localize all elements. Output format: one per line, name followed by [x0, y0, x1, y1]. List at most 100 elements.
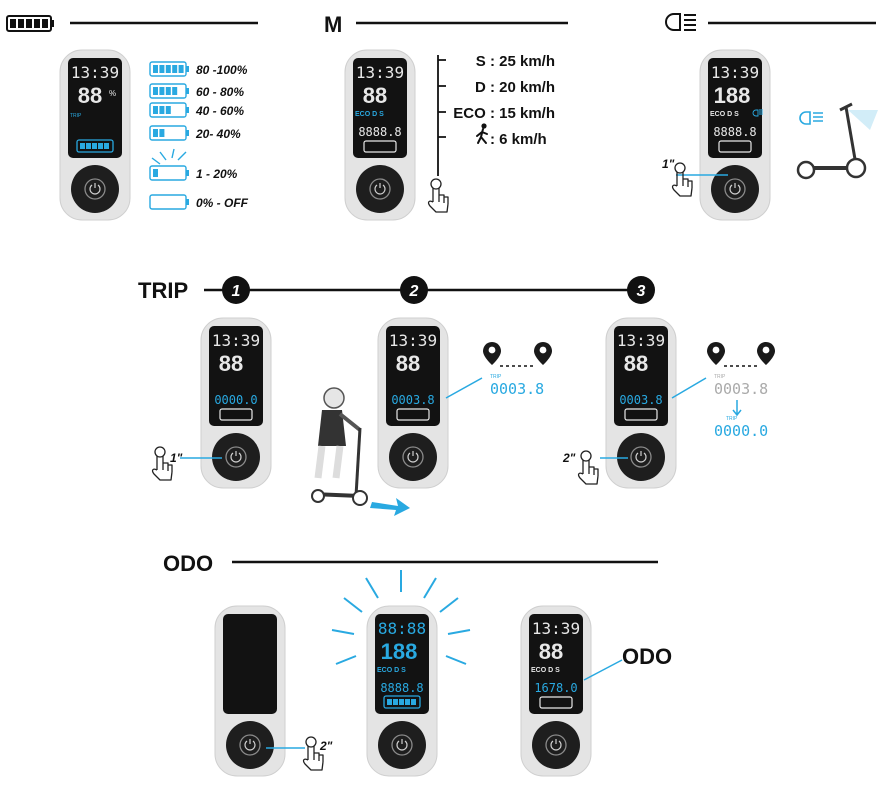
- lcd-battery-outline: [363, 140, 397, 153]
- battery-section: 13:39 88 % TRIP 80 -100%60 - 80%40 - 60%…: [6, 15, 258, 221]
- lcd-battery-outline: [396, 408, 430, 421]
- battery-terminal: [186, 170, 189, 176]
- battery-level-label: 1 - 20%: [196, 167, 238, 181]
- display-unit-trip-1: 13:39 88 0000.0: [200, 317, 272, 489]
- mode-section: M 13:39 88 ECO D S 8888.8 S : 25 km/h D :…: [324, 12, 568, 221]
- lcd-battery-outline: [383, 695, 421, 709]
- step-badge-3: [627, 276, 655, 304]
- power-on-rays: [331, 570, 471, 665]
- lcd-battery-outline: [718, 140, 752, 153]
- press-duration: 2": [319, 739, 333, 753]
- step-number: 2: [409, 283, 419, 300]
- mode-bracket-ticks: [438, 59, 446, 138]
- lcd-speed: 88: [539, 639, 563, 664]
- callout-line: [583, 659, 623, 681]
- lcd-trip-value: 0003.8: [619, 393, 662, 407]
- lcd-trip-value: 0000.0: [214, 393, 257, 407]
- mode-speed-label: D : 20 km/h: [475, 79, 555, 96]
- battery-bar: [172, 65, 178, 73]
- battery-terminal: [186, 66, 189, 72]
- lcd-modes: ECO D S: [355, 111, 384, 118]
- battery-level-label: 0% - OFF: [196, 196, 249, 210]
- lcd-battery-outline: [219, 408, 253, 421]
- lcd-distance: 8888.8: [358, 125, 401, 139]
- lcd-percent: %: [109, 89, 116, 98]
- end-pin-icon: [534, 342, 552, 365]
- lcd-trip-label: TRIP: [70, 113, 82, 119]
- battery-header-icon: [6, 15, 54, 32]
- display-unit-light: 13:39 188 ECO D S 8888.8: [699, 49, 771, 221]
- battery-bar: [165, 65, 171, 73]
- step-badge-2: [400, 276, 428, 304]
- start-pin-icon: [483, 342, 501, 365]
- battery-bar: [159, 65, 165, 73]
- trip-callout-old-value: 0003.8: [714, 380, 768, 398]
- battery-bar: [172, 87, 178, 95]
- lcd-modes: ECO D S: [531, 667, 560, 674]
- lcd-time: 13:39: [711, 63, 759, 82]
- callout-line: [671, 377, 707, 399]
- trip-title: TRIP: [138, 278, 188, 303]
- battery-bar: [165, 106, 171, 114]
- step-badge-1: [222, 276, 250, 304]
- step-number: 1: [232, 283, 241, 300]
- trip-small-label: TRIP: [726, 416, 738, 422]
- lcd-speed: 88: [219, 351, 243, 376]
- battery-level-row: 60 - 80%: [149, 83, 244, 99]
- lcd-battery-outline: [76, 139, 114, 153]
- battery-level-row: 80 -100%: [149, 61, 248, 77]
- motion-arrow: [370, 498, 410, 516]
- battery-bar: [159, 106, 165, 114]
- display-unit-trip-2: 13:39 88 0003.8: [377, 317, 449, 489]
- battery-level-row: 40 - 60%: [149, 102, 244, 118]
- lcd-speed: 88: [396, 351, 420, 376]
- battery-bar: [153, 129, 158, 137]
- press-duration: 1": [662, 157, 675, 171]
- battery-outline: [149, 194, 187, 210]
- press-duration: 1": [170, 451, 183, 465]
- odo-callout-label: ODO: [622, 644, 672, 669]
- trip-small-label: TRIP: [490, 374, 502, 380]
- mode-speed-label: ECO : 15 km/h: [453, 105, 555, 122]
- mode-title: M: [324, 12, 342, 37]
- trip-section: TRIP 1 2 3 13:39 88 0000.0 1": [138, 276, 775, 516]
- start-pin-icon: [707, 342, 725, 365]
- step-number: 3: [637, 283, 646, 300]
- lcd-speed: 188: [714, 83, 751, 108]
- battery-level-row: 20- 40%: [149, 125, 241, 141]
- lcd-distance: 8888.8: [380, 681, 423, 695]
- odo-title: ODO: [163, 551, 213, 576]
- battery-terminal: [186, 88, 189, 94]
- battery-terminal: [186, 107, 189, 113]
- battery-bar: [153, 106, 158, 114]
- display-unit-mode: 13:39 88 ECO D S 8888.8: [344, 49, 416, 221]
- mode-speed-label: S : 25 km/h: [476, 53, 555, 70]
- lcd-speed: 188: [381, 639, 418, 664]
- end-pin-icon: [757, 342, 775, 365]
- lcd-speed: 88: [78, 83, 102, 108]
- battery-level-legend: 80 -100% 60 - 80% 40 - 60% 20- 40% 1 - 20% 0%…: [149, 61, 249, 210]
- trip-callout-value: 0003.8: [490, 380, 544, 398]
- battery-bar: [165, 87, 171, 95]
- press-hand-icon: [577, 450, 599, 485]
- rider-illustration: [311, 387, 410, 516]
- display-unit-odo: 13:39 88 ECO D S 1678.0: [520, 605, 592, 777]
- battery-bar: [159, 129, 165, 137]
- lcd-trip-value: 0003.8: [391, 393, 434, 407]
- lcd-battery-outline: [624, 408, 658, 421]
- lcd-modes: ECO D S: [710, 111, 739, 118]
- battery-level-row: 0% - OFF: [149, 194, 249, 210]
- light-section: 13:39 188 ECO D S 8888.8 1": [662, 13, 878, 221]
- battery-level-row: 1 - 20%: [149, 165, 238, 181]
- press-hand-icon: [427, 178, 449, 213]
- lcd-light-icon: [752, 109, 763, 117]
- battery-bar: [159, 87, 165, 95]
- lcd-distance: 8888.8: [713, 125, 756, 139]
- odo-section: ODO 2" 88:88 188 ECO D S 8888.8: [163, 551, 672, 777]
- display-unit-test: 88:88 188 ECO D S 8888.8: [366, 605, 438, 777]
- press-duration: 2": [562, 451, 576, 465]
- lcd-odo-value: 1678.0: [534, 681, 577, 695]
- display-unit-trip-3: 13:39 88 0003.8: [605, 317, 677, 489]
